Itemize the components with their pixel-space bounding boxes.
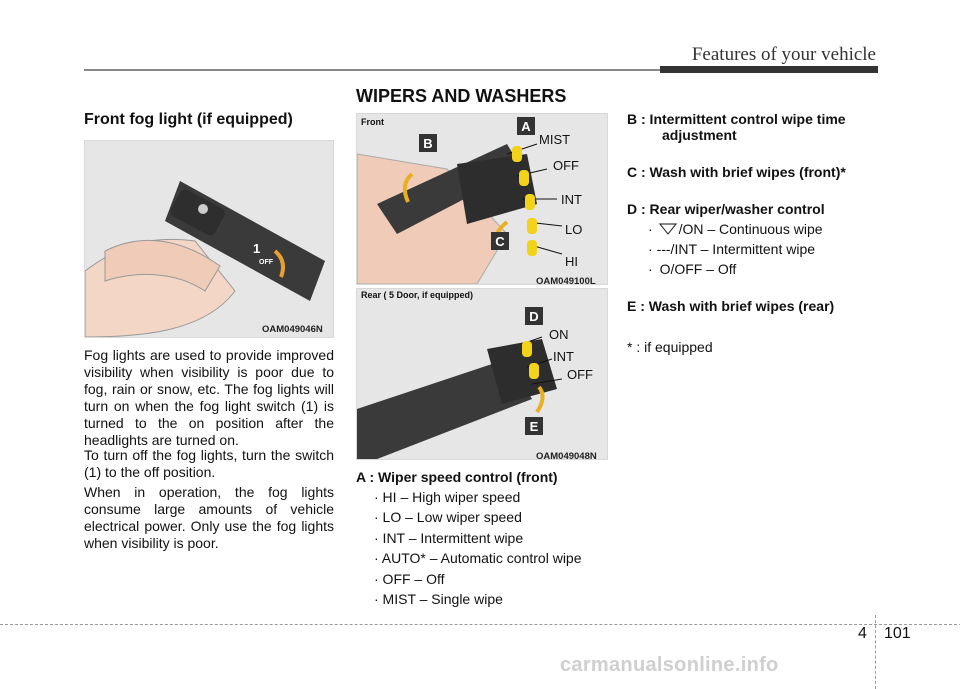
a-item-auto: · AUTO* – Automatic control wipe: [374, 550, 582, 566]
badge-d: D: [525, 307, 543, 325]
wiper-blade-icon: [658, 223, 677, 235]
front-wiper-illustration: [356, 143, 563, 285]
d-bullet: ·: [648, 261, 653, 277]
header-bar: [660, 66, 878, 73]
header-rule: [84, 69, 662, 71]
d-item-off: · O/OFF – Off: [648, 261, 737, 277]
a-item-hi: · HI – High wiper speed: [374, 489, 521, 505]
e-title: E : Wash with brief wipes (rear): [627, 298, 835, 314]
chapter-number: 4: [858, 625, 867, 642]
front-label-hi: HI: [565, 254, 578, 269]
front-photo-code: OAM049100L: [536, 276, 596, 287]
section-title: WIPERS AND WASHERS: [356, 86, 567, 106]
badge-e: E: [525, 417, 543, 435]
rear-label-int: INT: [553, 349, 574, 364]
rear-photo-code: OAM049048N: [536, 451, 597, 462]
fog-light-heading: Front fog light (if equipped): [84, 111, 293, 128]
front-caption: Front: [361, 117, 384, 127]
badge-b: B: [419, 134, 437, 152]
a-item-mist: · MIST – Single wipe: [374, 591, 503, 607]
d-item-on: · /ON – Continuous wipe: [648, 221, 823, 237]
fog-off-label: OFF: [259, 259, 273, 266]
rear-wiper-photo: Rear ( 5 Door, if equipped) D E ON INT O…: [356, 288, 608, 460]
fog-light-photo: 1 OFF: [84, 140, 334, 338]
c-title: C : Wash with brief wipes (front)*: [627, 164, 846, 180]
a-item-int: · INT – Intermittent wipe: [374, 530, 524, 546]
watermark: carmanualsonline.info: [560, 654, 779, 676]
rear-caption: Rear ( 5 Door, if equipped): [361, 290, 474, 300]
d-item-int: · ---/INT – Intermittent wipe: [648, 241, 816, 257]
front-label-off: OFF: [553, 158, 579, 173]
d-title: D : Rear wiper/washer control: [627, 201, 825, 217]
fog-paragraph-2: To turn off the fog lights, turn the swi…: [84, 447, 334, 480]
rear-label-on: ON: [549, 327, 569, 342]
a-item-off: · OFF – Off: [374, 571, 445, 587]
footnote: * : if equipped: [627, 339, 713, 355]
badge-a: A: [517, 117, 535, 135]
footer-divider: [875, 615, 876, 689]
fog-paragraph-3: When in operation, the fog lights consum…: [84, 484, 334, 551]
fog-photo-code: OAM049046N: [262, 324, 323, 335]
a-title: A : Wiper speed control (front): [356, 469, 558, 485]
page-number: 101: [884, 625, 911, 642]
fog-switch-label: 1: [253, 241, 261, 256]
front-label-int: INT: [561, 192, 582, 207]
footer-rule: [0, 624, 960, 625]
front-label-mist: MIST: [539, 132, 571, 147]
d-bullet: ·: [648, 221, 653, 237]
rear-label-off: OFF: [567, 367, 593, 382]
d-bullet: ·: [648, 241, 653, 257]
front-wiper-photo: Front A B C MIST OFF INT LO HI: [356, 113, 608, 285]
rear-wiper-illustration: [357, 336, 563, 459]
b-title-line-2: adjustment: [662, 127, 737, 143]
header-title: Features of your vehicle: [691, 44, 876, 65]
fog-switch-illustration: [84, 181, 325, 338]
b-title-line-1: B : Intermittent control wipe time: [627, 111, 846, 127]
a-item-lo: · LO – Low wiper speed: [374, 509, 522, 525]
fog-paragraph-1: Fog lights are used to provide improved …: [84, 347, 334, 448]
front-label-lo: LO: [565, 222, 583, 237]
badge-c: C: [491, 232, 509, 250]
